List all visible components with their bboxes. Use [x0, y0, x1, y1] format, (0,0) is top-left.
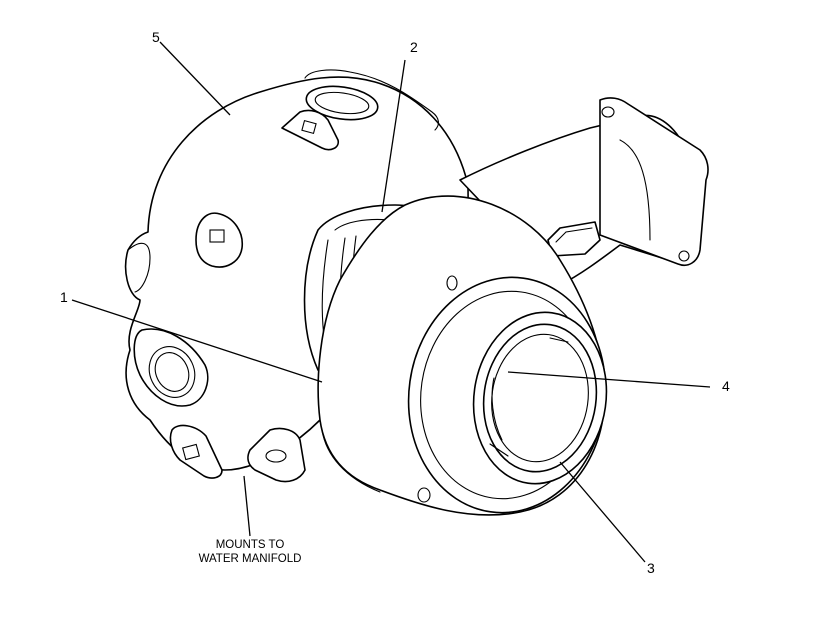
callout-3: 3	[647, 560, 655, 576]
leader-mount	[243, 475, 251, 537]
leader-1	[71, 299, 323, 383]
callout-4: 4	[722, 378, 730, 394]
callout-2: 2	[410, 39, 418, 55]
mount-note: MOUNTS TO WATER MANIFOLD	[170, 538, 330, 566]
leader-2	[381, 59, 406, 213]
leader-lines	[71, 41, 711, 563]
callout-1: 1	[60, 289, 68, 305]
compressor-inlet	[472, 311, 608, 485]
leader-3	[559, 461, 646, 563]
mount-note-line2: WATER MANIFOLD	[198, 553, 302, 565]
mount-note-line1: MOUNTS TO	[215, 539, 285, 551]
leader-5	[159, 41, 231, 116]
leader-4	[507, 371, 711, 388]
callout-5: 5	[152, 29, 160, 45]
